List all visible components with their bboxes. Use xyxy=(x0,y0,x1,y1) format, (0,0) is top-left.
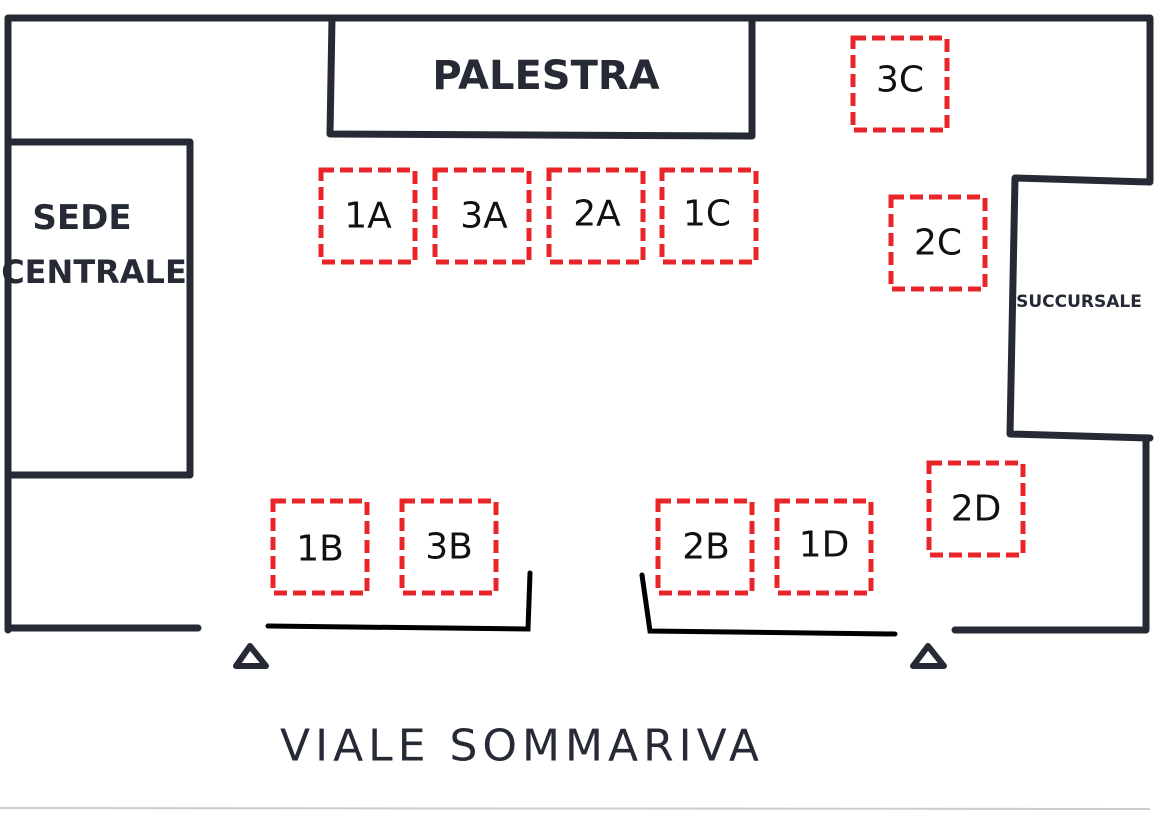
zone-3b[interactable]: 3B xyxy=(399,498,499,596)
fence-right xyxy=(639,572,898,637)
zone-2a[interactable]: 2A xyxy=(546,167,646,265)
sede-centrale-building xyxy=(4,138,194,479)
zone-1d-label: 1D xyxy=(799,525,850,566)
succursale-building xyxy=(1006,174,1154,442)
zone-2c-label: 2C xyxy=(914,223,962,264)
fence-left xyxy=(265,570,533,632)
sede-centrale-label-line1: SEDE xyxy=(32,198,131,238)
palestra-building xyxy=(326,14,756,140)
zone-2a-label: 2A xyxy=(573,194,621,235)
zone-1b[interactable]: 1B xyxy=(270,498,370,596)
street-label: VIALE SOMMARIVA xyxy=(280,721,764,772)
zone-3c[interactable]: 3C xyxy=(850,35,950,133)
zone-2b-label: 2B xyxy=(682,527,730,568)
zone-1a-label: 1A xyxy=(344,196,392,237)
zone-3c-label: 3C xyxy=(876,60,924,101)
entrance-right-icon xyxy=(910,643,947,669)
zone-2b[interactable]: 2B xyxy=(655,498,755,596)
zone-2d[interactable]: 2D xyxy=(926,460,1026,558)
zone-3a[interactable]: 3A xyxy=(432,167,532,265)
page-bottom-edge xyxy=(0,807,1151,810)
zone-2d-label: 2D xyxy=(951,489,1002,530)
sede-centrale-label-line2: CENTRALE xyxy=(1,253,187,291)
entrance-left-icon xyxy=(233,643,269,669)
zone-1c-label: 1C xyxy=(683,194,731,235)
zone-3a-label: 3A xyxy=(460,196,508,237)
perimeter-right-wall xyxy=(951,434,1150,634)
zone-2c[interactable]: 2C xyxy=(888,194,988,292)
zone-1a[interactable]: 1A xyxy=(318,167,418,265)
zone-1c[interactable]: 1C xyxy=(659,167,759,265)
zone-1b-label: 1B xyxy=(296,529,344,570)
succursale-label: SUCCURSALE xyxy=(1016,292,1142,312)
palestra-label: PALESTRA xyxy=(432,53,659,99)
zone-1d[interactable]: 1D xyxy=(774,498,874,596)
zone-3b-label: 3B xyxy=(425,527,473,568)
perimeter-top-wall xyxy=(4,14,1154,634)
